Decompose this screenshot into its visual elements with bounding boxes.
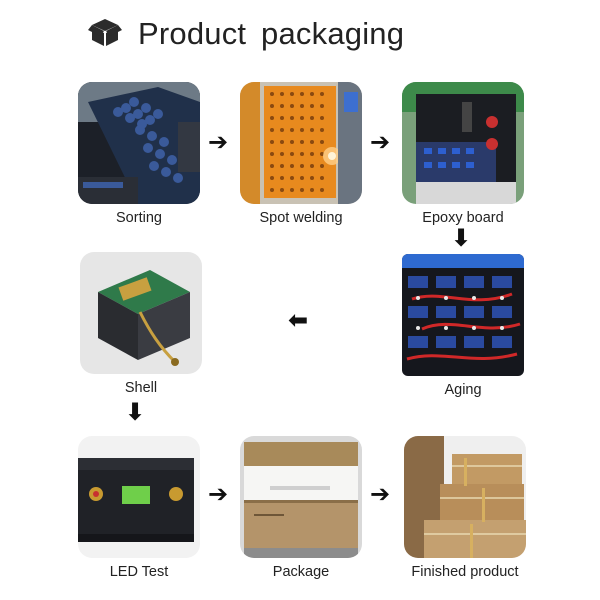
step-aging: Aging (402, 254, 524, 398)
led-test-photo (78, 436, 200, 558)
page-header: Product packaging (88, 14, 404, 54)
step-label: Epoxy board (422, 210, 504, 226)
step-led-test: LED Test (78, 436, 200, 580)
step-label: Shell (124, 380, 158, 396)
open-box-icon (88, 17, 122, 52)
step-label: Package (272, 564, 330, 580)
arrow-right-icon: ➔ (208, 480, 229, 508)
arrow-left-icon: ⬅ (288, 306, 309, 334)
step-spot-welding: Spot welding (240, 82, 362, 226)
aging-photo (402, 254, 524, 376)
step-sorting: Sorting (78, 82, 200, 226)
package-photo (240, 436, 362, 558)
step-label: Spot welding (259, 210, 343, 226)
page-title: Product packaging (138, 16, 405, 51)
arrow-down-icon: ⬇ (125, 398, 146, 426)
step-shell: Shell (80, 252, 202, 396)
step-finished-product: Finished product (404, 436, 526, 580)
step-label: LED Test (109, 564, 169, 580)
epoxy-board-photo (402, 82, 524, 204)
shell-photo (80, 252, 202, 374)
arrow-right-icon: ➔ (370, 128, 391, 156)
arrow-right-icon: ➔ (208, 128, 229, 156)
step-label: Sorting (116, 210, 162, 226)
step-epoxy-board: Epoxy board (402, 82, 524, 226)
finished-product-photo (404, 436, 526, 558)
step-label: Finished product (411, 564, 519, 580)
arrow-right-icon: ➔ (370, 480, 391, 508)
step-package: Package (240, 436, 362, 580)
step-label: Aging (444, 382, 482, 398)
sorting-photo (78, 82, 200, 204)
arrow-down-icon: ⬇ (451, 224, 472, 252)
spot-welding-photo (240, 82, 362, 204)
